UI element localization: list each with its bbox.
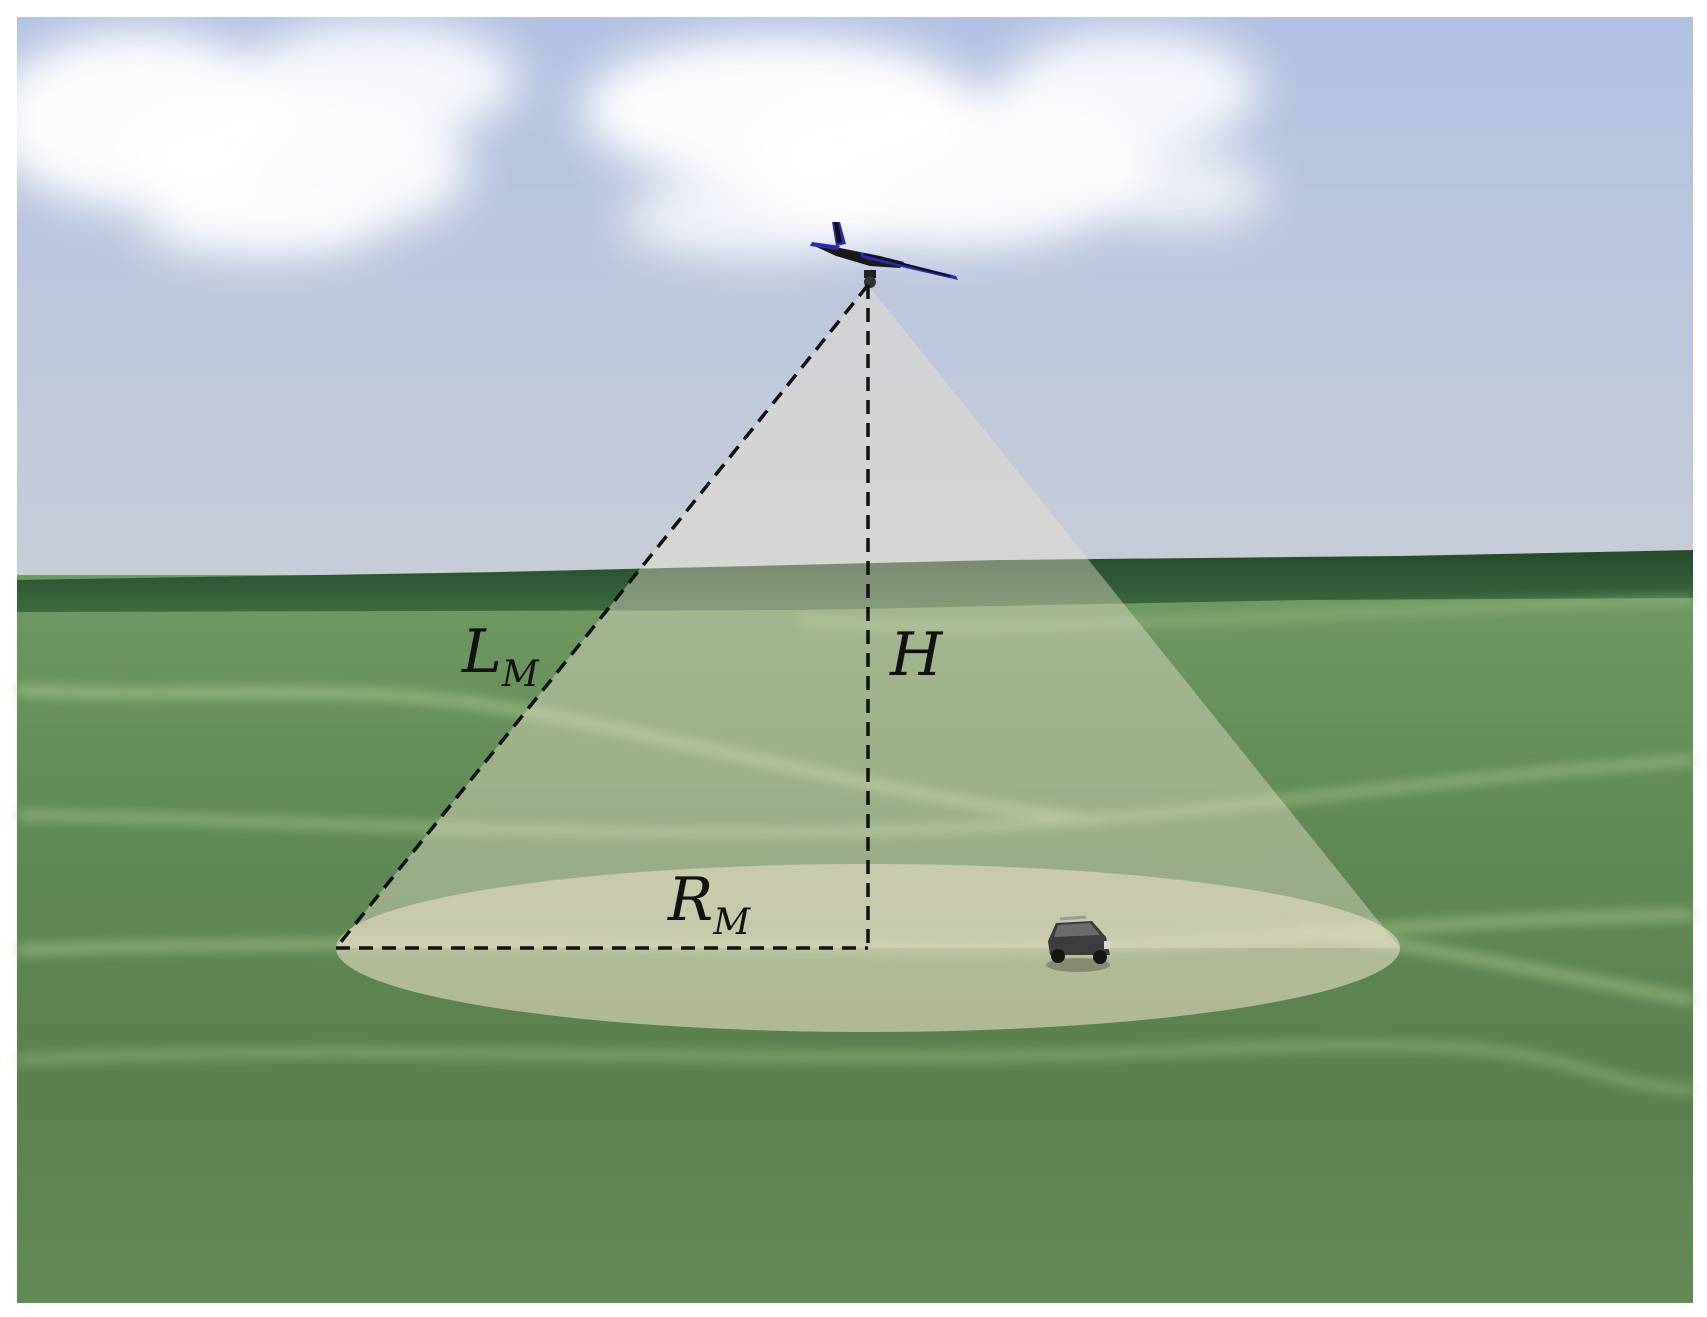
ground-streaks xyxy=(16,597,1694,1093)
geometry-lines xyxy=(334,283,870,950)
slant-range-line xyxy=(334,283,870,950)
height-label: H xyxy=(889,620,944,690)
horizon-band xyxy=(17,550,1693,612)
clouds xyxy=(0,20,1270,260)
slant-range-label: LM xyxy=(461,617,540,695)
aircraft-icon xyxy=(810,222,958,288)
ground-radius-label: RM xyxy=(667,865,751,943)
vehicle-icon xyxy=(1046,915,1110,972)
